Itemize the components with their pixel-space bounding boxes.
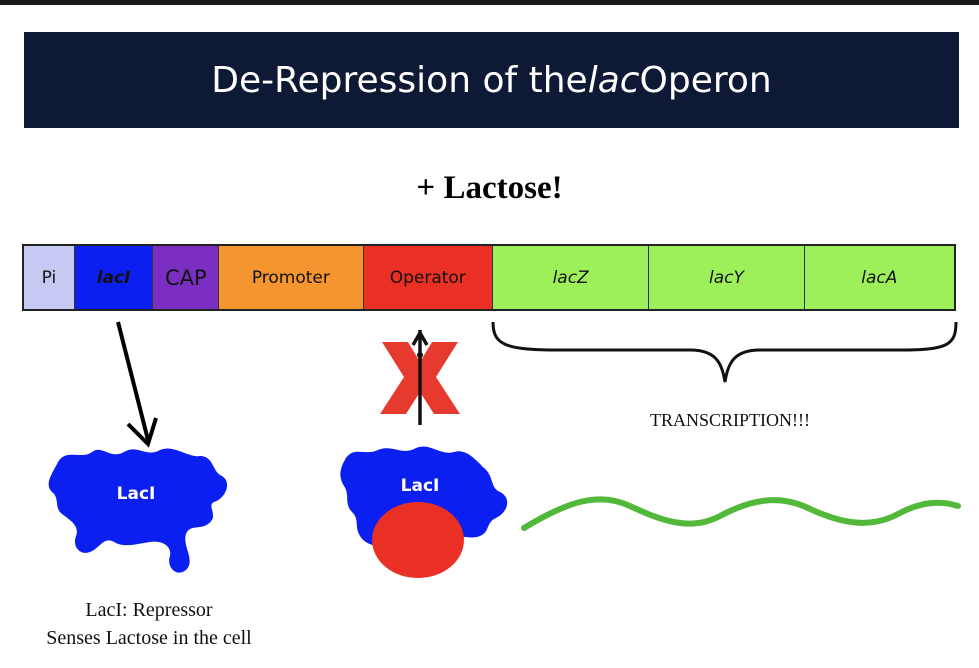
gene-promoter: Promoter [219, 246, 364, 309]
gene-lacy: lacY [649, 246, 805, 309]
transcription-brace [491, 321, 958, 383]
mrna-wave [521, 496, 961, 531]
repressor-free-shape [48, 448, 228, 573]
gene-pi-label: Pi [41, 267, 57, 288]
lactose-molecule [372, 502, 464, 578]
blocked-binding-x-icon [380, 329, 460, 425]
gene-cap-label: CAP [164, 265, 207, 290]
gene-laci: lacI [74, 246, 154, 309]
gene-laci-label: lacI [96, 267, 131, 288]
repressor-free-label: LacI [116, 484, 156, 504]
repressor-caption: LacI: Repressor Senses Lactose in the ce… [0, 596, 298, 652]
gene-operator: Operator [363, 246, 493, 309]
operon-gene-row: Pi lacI CAP Promoter Operator lacZ lacY … [22, 244, 956, 311]
gene-pi: Pi [24, 246, 75, 309]
title-suffix: Operon [639, 59, 772, 101]
expression-arrow [116, 321, 158, 448]
caption-line-1: LacI: Repressor [85, 599, 213, 621]
gene-promoter-label: Promoter [251, 267, 330, 288]
top-rule [0, 0, 979, 5]
gene-lacz: lacZ [492, 246, 650, 309]
subtitle: + Lactose! [416, 170, 563, 206]
title-prefix: De-Repression of the [211, 59, 588, 101]
title-italic: lac [587, 59, 640, 101]
gene-laca: lacA [804, 246, 954, 309]
gene-lacz-label: lacZ [552, 267, 589, 288]
gene-cap: CAP [153, 246, 220, 309]
transcription-label: TRANSCRIPTION!!! [650, 410, 810, 430]
slide-title: De-Repression of the lac Operon [24, 32, 959, 128]
caption-line-2: Senses Lactose in the cell [46, 627, 252, 649]
gene-laca-label: lacA [861, 267, 898, 288]
gene-lacy-label: lacY [709, 267, 744, 288]
repressor-bound-label: LacI [400, 476, 440, 496]
gene-operator-label: Operator [389, 267, 466, 288]
